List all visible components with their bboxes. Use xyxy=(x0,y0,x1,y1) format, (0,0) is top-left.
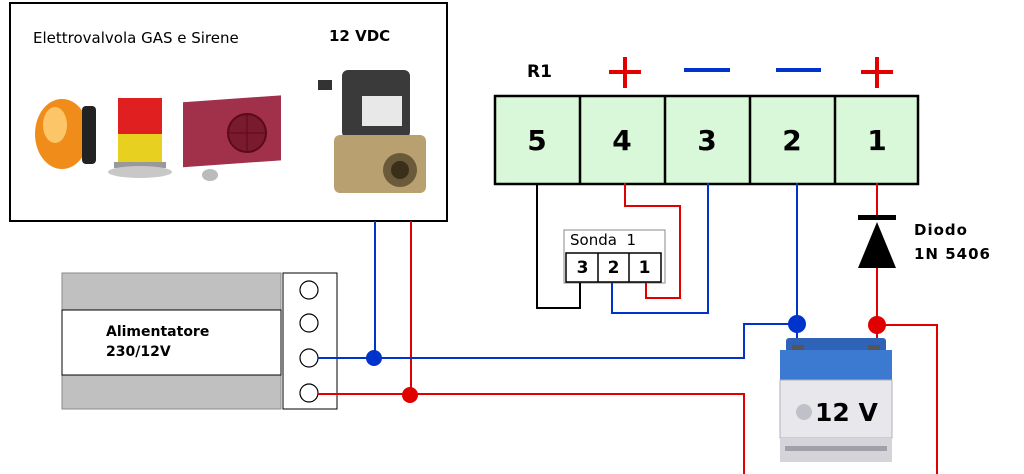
junction-red-battery xyxy=(868,316,886,334)
junction-blue-psu xyxy=(366,350,382,366)
terminal-3: 3 xyxy=(697,123,717,157)
probe-pin-3: 3 xyxy=(576,257,589,278)
wire-red-battery-out xyxy=(877,324,938,474)
siren-box-icon xyxy=(183,95,281,181)
terminal-4: 4 xyxy=(612,123,632,157)
junction-red-psu xyxy=(402,387,418,403)
psu-screw-4 xyxy=(299,383,319,403)
plus-mark-terminal-1 xyxy=(861,57,893,88)
diode-part-number: 1N 5406 xyxy=(914,245,991,263)
wire-black-terminal5-probe3 xyxy=(536,183,581,309)
diode-icon xyxy=(858,215,896,268)
probe-pin-2: 2 xyxy=(607,257,620,278)
tower-light-icon xyxy=(108,98,172,178)
device-panel-title: Elettrovalvola GAS e Sirene xyxy=(33,29,239,47)
orange-beacon-icon xyxy=(35,99,96,169)
battery-icon xyxy=(779,338,893,462)
diode-label: Diodo xyxy=(914,221,968,239)
probe-connector xyxy=(563,229,666,284)
terminal-5: 5 xyxy=(527,123,547,157)
terminal-1: 1 xyxy=(867,123,887,157)
psu-screw-1 xyxy=(299,280,319,300)
power-supply xyxy=(61,272,338,410)
battery-label: 12 V xyxy=(815,398,878,427)
probe-pin-1: 1 xyxy=(638,257,651,278)
device-panel-voltage: 12 VDC xyxy=(329,27,391,45)
psu-screw-3 xyxy=(299,348,319,368)
relay-terminal-block xyxy=(493,94,920,186)
wire-blue-psu-out xyxy=(318,323,797,359)
relay-label: R1 xyxy=(527,62,552,82)
power-supply-rating: 230/12V xyxy=(106,344,171,360)
plus-mark-terminal-4 xyxy=(609,57,641,88)
probe-label: Sonda 1 xyxy=(570,231,636,249)
power-supply-label: Alimentatore xyxy=(106,324,210,340)
psu-screw-2 xyxy=(299,313,319,333)
junction-blue-battery xyxy=(788,315,806,333)
terminal-2: 2 xyxy=(782,123,802,157)
wire-red-terminal4-probe1 xyxy=(624,183,681,299)
solenoid-valve-icon xyxy=(318,70,426,193)
wire-red-psu-out xyxy=(318,393,745,474)
wire-blue-terminal3-probe2 xyxy=(611,183,709,314)
